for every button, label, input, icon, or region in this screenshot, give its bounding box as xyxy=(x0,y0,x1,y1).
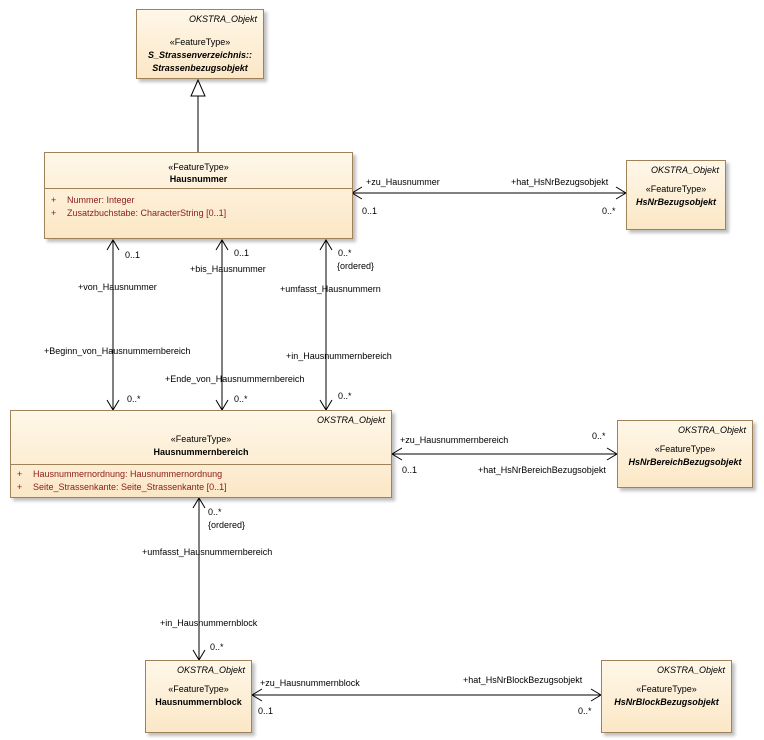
package-label: OKSTRA_Objekt xyxy=(316,415,385,425)
class-name: Hausnummernbereich xyxy=(153,447,249,457)
class-name: HsNrBezugsobjekt xyxy=(635,197,716,207)
arrowhead-block-bezug-left xyxy=(251,688,263,702)
role-label: +zu_Hausnummernbereich xyxy=(400,435,509,445)
role-label: +Beginn_von_Hausnummernbereich xyxy=(44,346,191,356)
role-label: +in_Hausnummernbereich xyxy=(286,351,392,361)
class-hsnrbezugsobjekt[interactable]: OKSTRA_Objekt «FeatureType» HsNrBezugsob… xyxy=(626,160,726,230)
class-name: Hausnummer xyxy=(169,174,228,184)
package-label: OKSTRA_Objekt xyxy=(188,14,257,24)
package-label: OKSTRA_Objekt xyxy=(656,665,725,675)
class-hausnummernblock[interactable]: OKSTRA_Objekt «FeatureType» Hausnummernb… xyxy=(145,660,252,733)
class-hausnummer[interactable]: «FeatureType» Hausnummer +Nummer: Intege… xyxy=(44,152,353,239)
arrowhead-bis-top xyxy=(215,239,229,251)
role-label: +hat_HsNrBereichBezugsobjekt xyxy=(478,465,606,475)
role-label: +Ende_von_Hausnummernbereich xyxy=(165,374,305,384)
attribute-row: +Zusatzbuchstabe: CharacterString [0..1] xyxy=(51,208,227,218)
role-label: +zu_Hausnummer xyxy=(366,177,440,187)
class-strassenbezugsobjekt[interactable]: OKSTRA_Objekt «FeatureType» S_Strassenve… xyxy=(136,9,264,79)
multiplicity-label: 0..1 xyxy=(402,465,418,475)
role-label: +umfasst_Hausnummern xyxy=(280,284,381,294)
role-label: +bis_Hausnummer xyxy=(190,264,266,274)
multiplicity-label: 0..* xyxy=(338,248,352,258)
attribute-separator xyxy=(45,188,352,189)
class-name-line1: S_Strassenverzeichnis:: xyxy=(147,50,253,60)
class-hausnummernbereich[interactable]: OKSTRA_Objekt «FeatureType» Hausnummernb… xyxy=(10,410,392,498)
package-label: OKSTRA_Objekt xyxy=(677,425,746,435)
ordered-constraint: {ordered} xyxy=(337,261,375,271)
role-label: +hat_HsNrBezugsobjekt xyxy=(511,177,609,187)
stereotype-label: «FeatureType» xyxy=(170,434,232,444)
generalization-arrowhead xyxy=(190,78,206,97)
multiplicity-label: 0..* xyxy=(602,206,616,216)
multiplicity-label: 0..* xyxy=(592,431,606,441)
class-name-line2: Strassenbezugsobjekt xyxy=(152,63,248,73)
role-label: +hat_HsNrBlockBezugsobjekt xyxy=(463,675,583,685)
class-name: HsNrBereichBezugsobjekt xyxy=(628,457,742,467)
stereotype-label: «FeatureType» xyxy=(168,684,229,694)
attribute-row: +Hausnummernordnung: Hausnummernordnung xyxy=(17,469,223,479)
role-label: +von_Hausnummer xyxy=(78,282,157,292)
class-hsnrblockbezugsobjekt[interactable]: OKSTRA_Objekt «FeatureType» HsNrBlockBez… xyxy=(601,660,732,733)
class-hsnrbereichbezugsobjekt[interactable]: OKSTRA_Objekt «FeatureType» HsNrBereichB… xyxy=(617,420,753,488)
stereotype-label: «FeatureType» xyxy=(636,684,697,694)
multiplicity-label: 0..* xyxy=(234,394,248,404)
multiplicity-label: 0..1 xyxy=(258,706,274,716)
package-label: OKSTRA_Objekt xyxy=(650,165,719,175)
role-label: +zu_Hausnummernblock xyxy=(260,678,360,688)
multiplicity-label: 0..* xyxy=(578,706,592,716)
multiplicity-label: 0..1 xyxy=(125,250,141,260)
role-label: +umfasst_Hausnummernbereich xyxy=(142,547,273,557)
class-name: HsNrBlockBezugsobjekt xyxy=(614,697,719,707)
stereotype-label: «FeatureType» xyxy=(654,444,716,454)
multiplicity-label: 0..1 xyxy=(234,248,250,258)
arrowhead-block-top xyxy=(192,497,206,509)
stereotype-label: «FeatureType» xyxy=(645,184,707,194)
role-label: +in_Hausnummernblock xyxy=(160,618,258,628)
attribute-separator xyxy=(11,464,391,465)
package-label: OKSTRA_Objekt xyxy=(176,665,245,675)
multiplicity-label: 0..* xyxy=(210,642,224,652)
arrowhead-umfasst-top xyxy=(319,239,333,251)
class-name: Hausnummernblock xyxy=(155,697,242,707)
attribute-row: +Nummer: Integer xyxy=(51,195,135,205)
multiplicity-label: 0..1 xyxy=(362,206,378,216)
stereotype-label: «FeatureType» xyxy=(168,162,229,172)
multiplicity-label: 0..* xyxy=(208,507,222,517)
stereotype-label: «FeatureType» xyxy=(169,37,231,47)
multiplicity-label: 0..* xyxy=(127,394,141,404)
ordered-constraint: {ordered} xyxy=(208,520,246,530)
attribute-row: +Seite_Strassenkante: Seite_Strassenkant… xyxy=(17,482,227,492)
arrowhead-bereich-bezug-left xyxy=(391,447,403,461)
arrowhead-von-top xyxy=(106,239,120,251)
multiplicity-label: 0..* xyxy=(338,391,352,401)
